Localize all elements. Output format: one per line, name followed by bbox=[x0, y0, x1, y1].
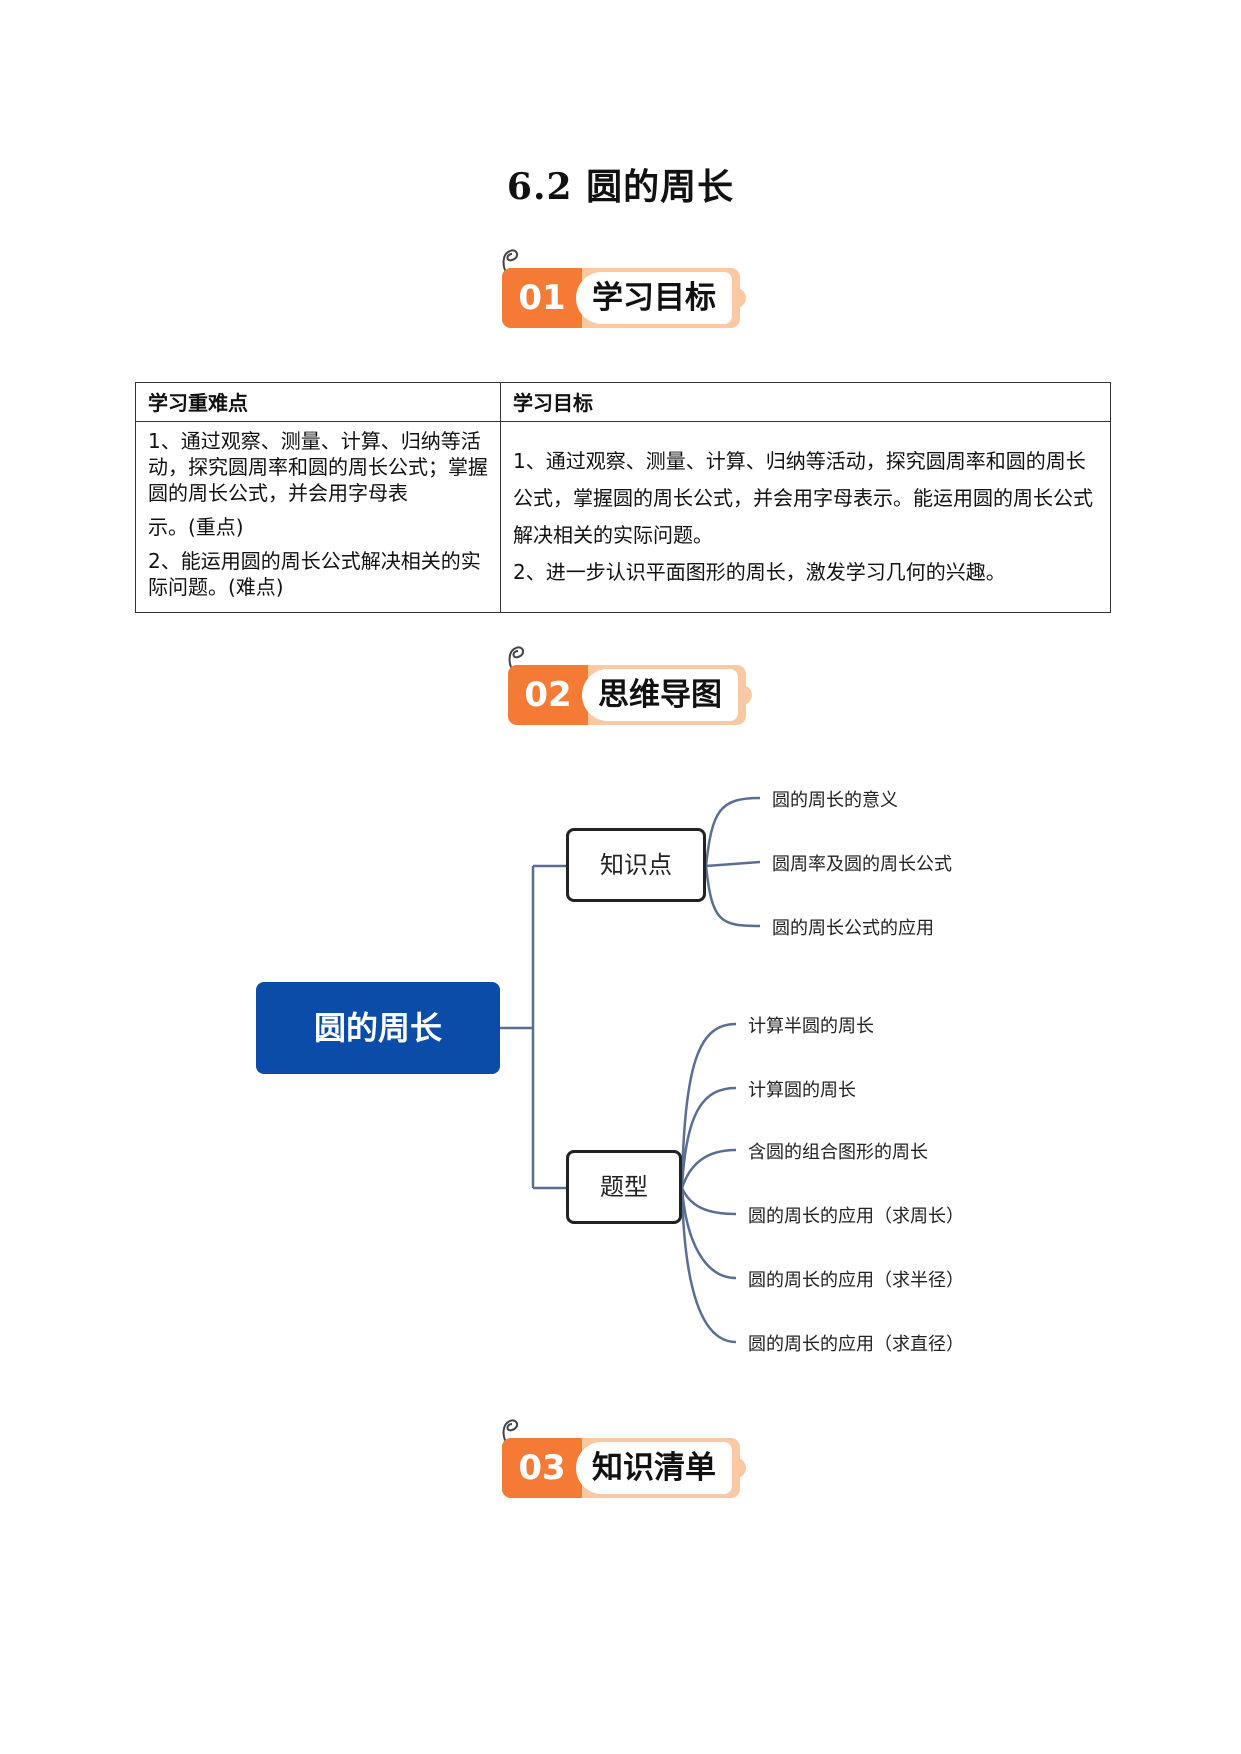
page-title: 6.2 圆的周长 bbox=[506, 166, 735, 208]
badge-notch bbox=[736, 1458, 746, 1478]
mindmap-root: 圆的周长 bbox=[256, 982, 500, 1074]
learning-goals-table: 学习重难点 学习目标 1、通过观察、测量、计算、归纳等活动，探究圆周率和圆的周长… bbox=[135, 382, 1111, 613]
mindmap-leaf: 圆的周长的应用（求直径） bbox=[748, 1334, 964, 1355]
table-cell-key-points: 1、通过观察、测量、计算、归纳等活动，探究圆周率和圆的周长公式；掌握圆的周长公式… bbox=[135, 421, 501, 613]
paragraph: 2、能运用圆的周长公式解决相关的实际问题。(难点) bbox=[148, 549, 481, 599]
paragraph: 2、进一步认识平面图形的周长，激发学习几何的兴趣。 bbox=[513, 560, 1006, 584]
table-row: 1、通过观察、测量、计算、归纳等活动，探究圆周率和圆的周长公式；掌握圆的周长公式… bbox=[135, 421, 1111, 613]
mindmap-leaf: 圆的周长的意义 bbox=[772, 790, 898, 811]
table-cell-goals: 1、通过观察、测量、计算、归纳等活动，探究圆周率和圆的周长公式，掌握圆的周长公式… bbox=[500, 421, 1111, 613]
clip-hook-icon bbox=[502, 249, 518, 275]
paragraph: 1、通过观察、测量、计算、归纳等活动，探究圆周率和圆的周长公式，掌握圆的周长公式… bbox=[513, 449, 1093, 547]
mindmap-branch-knowledge: 知识点 bbox=[566, 828, 706, 902]
paragraph: 1、通过观察、测量、计算、归纳等活动，探究圆周率和圆的周长公式；掌握圆的周长公式… bbox=[148, 429, 488, 505]
mindmap-leaf: 含圆的组合图形的周长 bbox=[748, 1142, 928, 1163]
badge-notch bbox=[736, 288, 746, 308]
mindmap-leaf: 计算半圆的周长 bbox=[748, 1016, 874, 1037]
badge-number: 01 bbox=[502, 268, 582, 328]
table-header-cell: 学习目标 bbox=[500, 382, 1111, 422]
section-badge-knowledge-list: 03 知识清单 bbox=[502, 1419, 752, 1498]
badge-number: 02 bbox=[508, 665, 588, 725]
badge-notch bbox=[742, 685, 752, 705]
mindmap-leaf: 圆周率及圆的周长公式 bbox=[772, 854, 952, 875]
badge-label: 知识清单 bbox=[576, 1442, 732, 1494]
mindmap-leaf: 圆的周长的应用（求半径） bbox=[748, 1270, 964, 1291]
mindmap-leaf: 圆的周长公式的应用 bbox=[772, 918, 934, 939]
mindmap-leaf: 圆的周长的应用（求周长） bbox=[748, 1206, 964, 1227]
badge-label: 思维导图 bbox=[582, 669, 738, 721]
section-badge-goals: 01 学习目标 bbox=[502, 249, 752, 328]
section-badge-mindmap: 02 思维导图 bbox=[508, 646, 758, 725]
clip-hook-icon bbox=[502, 1419, 518, 1445]
badge-label: 学习目标 bbox=[576, 272, 732, 324]
mindmap-leaf: 计算圆的周长 bbox=[748, 1080, 856, 1101]
paragraph: 示。(重点) bbox=[148, 515, 244, 539]
mindmap-branch-question-types: 题型 bbox=[566, 1150, 682, 1224]
badge-number: 03 bbox=[502, 1438, 582, 1498]
table-header-row: 学习重难点 学习目标 bbox=[135, 382, 1111, 422]
clip-hook-icon bbox=[508, 646, 524, 672]
